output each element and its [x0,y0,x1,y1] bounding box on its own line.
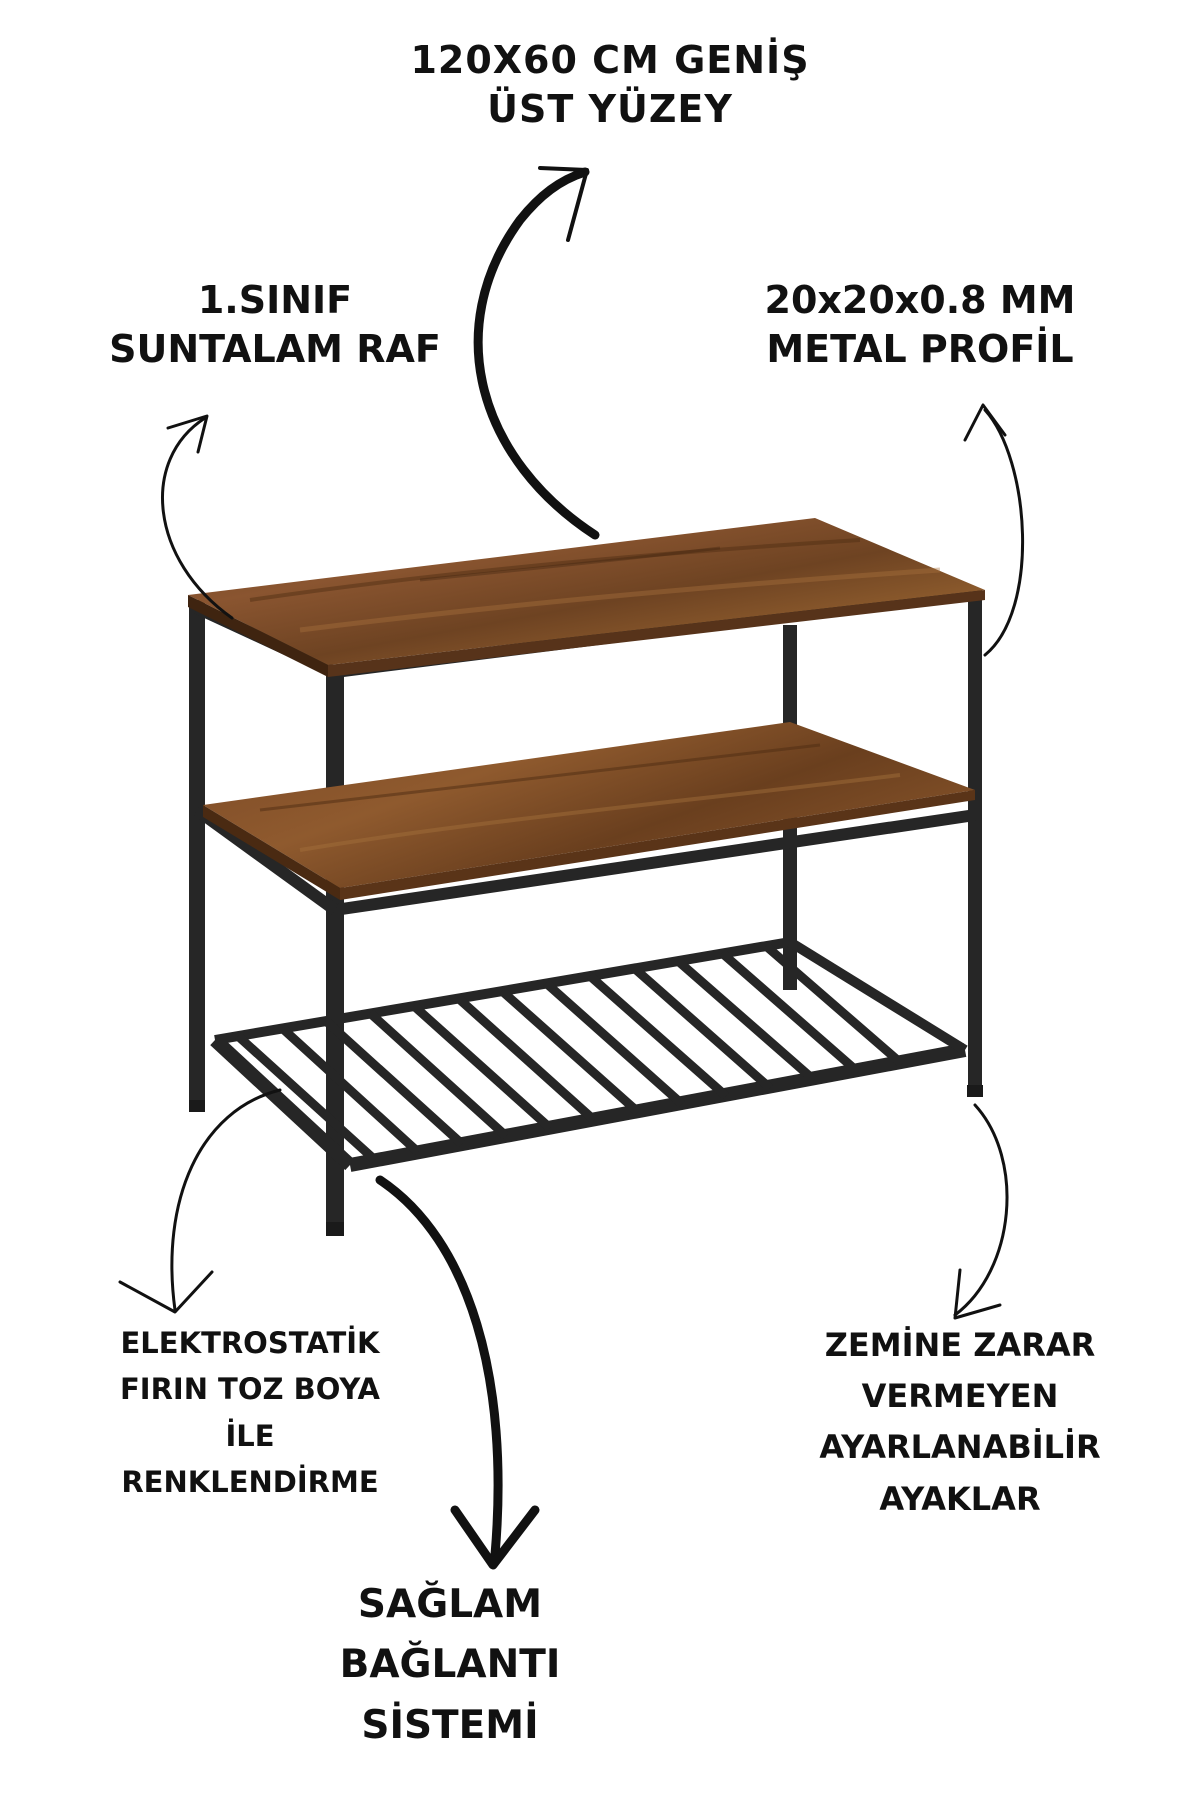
label-paint-line-2: FIRIN TOZ BOYA [119,1372,381,1407]
label-connection-line-2: BAĞLANTI [339,1642,561,1688]
label-shelf-material-line-2: SUNTALAM RAF [109,327,441,372]
arrow-connection [375,1175,503,1560]
label-feet-line-1: ZEMİNE ZARAR [824,1326,1096,1364]
label-connection: SAĞLAM BAĞLANTI SİSTEMİ [300,1575,600,1756]
table-frame [189,586,982,1233]
label-paint: ELEKTROSTATİK FIRIN TOZ BOYA İLE RENKLEN… [60,1320,440,1506]
label-top-surface: 120X60 CM GENİŞ ÜST YÜZEY [400,36,820,135]
label-paint-line-4: RENKLENDİRME [121,1465,379,1500]
label-connection-line-3: SİSTEMİ [361,1702,539,1748]
label-metal-profile-line-1: 20x20x0.8 MM [764,278,1076,322]
label-feet-line-4: AYAKLAR [879,1479,1041,1518]
middle-shelf [203,722,975,900]
arrow-feet [953,1103,1009,1317]
label-shelf-material: 1.SINIF SUNTALAM RAF [60,276,490,375]
top-surface [188,518,985,677]
label-metal-profile: 20x20x0.8 MM METAL PROFİL [720,276,1120,375]
label-shelf-material-line-1: 1.SINIF [197,278,353,322]
label-metal-profile-line-2: METAL PROFİL [766,327,1074,372]
label-top-surface-line-1: 120X60 CM GENİŞ [410,38,810,82]
label-feet-line-3: AYARLANABİLİR [819,1428,1101,1467]
label-feet-line-2: VERMEYEN [861,1377,1059,1416]
annotation-arrows [118,166,1025,1570]
label-connection-line-1: SAĞLAM [357,1582,543,1627]
label-paint-line-1: ELEKTROSTATİK [120,1326,380,1360]
bottom-rack-bars [234,942,905,1164]
arrow-top-surface [473,167,600,540]
label-top-surface-line-2: ÜST YÜZEY [487,87,733,132]
arrow-metal-profile [983,408,1025,657]
label-paint-line-3: İLE [225,1418,275,1453]
arrow-shelf-material [161,416,234,620]
label-feet: ZEMİNE ZARAR VERMEYEN AYARLANABİLİR AYAK… [760,1320,1160,1525]
arrow-paint [170,1088,282,1312]
adjustable-feet [189,1085,983,1236]
